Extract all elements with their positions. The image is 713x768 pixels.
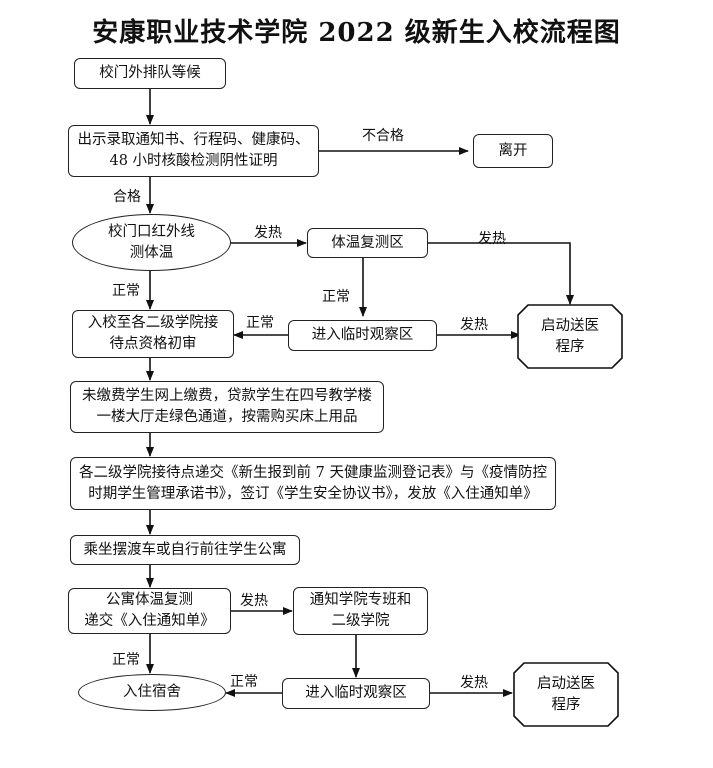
hospital-box-2-shape <box>513 662 619 727</box>
label-normal-dorm: 正常 <box>112 652 140 668</box>
label-fever-retest: 发热 <box>478 231 506 247</box>
retest-area-box: 体温复测区 <box>307 228 428 258</box>
payment-text: 未缴费学生网上缴费，贷款学生在四号教学楼 一楼大厅走绿色通道，按需购买床上用品 <box>82 388 372 425</box>
hospital-box-1: 启动送医 程序 <box>518 305 622 368</box>
notify-college-text: 通知学院专班和 二级学院 <box>309 592 412 629</box>
hospital-box-2: 启动送医 程序 <box>514 663 618 726</box>
queue-text: 校门外排队等候 <box>99 65 201 81</box>
eligibility-review-box: 入校至各二级学院接 待点资格初审 <box>72 310 234 358</box>
dorm-temperature-box: 公寓体温复测 递交《入住通知单》 <box>68 588 231 634</box>
observation-area-box-1: 进入临时观察区 <box>288 320 437 351</box>
arrow-retest-to-hospital <box>428 242 574 305</box>
eligibility-review-text: 入校至各二级学院接 待点资格初审 <box>87 315 219 352</box>
label-fever-dorm: 发热 <box>240 593 268 609</box>
page-title: 安康职业技术学院 2022 级新生入校流程图 <box>92 18 621 48</box>
label-qualified: 合格 <box>113 189 141 205</box>
document-check-text: 出示录取通知书、行程码、健康码、 48 小时核酸检测阴性证明 <box>77 132 310 169</box>
hospital-box-1-shape <box>517 304 623 369</box>
retest-area-text: 体温复测区 <box>331 234 404 251</box>
dorm-checkin-oval: 入住宿舍 <box>78 674 226 711</box>
dorm-temperature-text: 公寓体温复测 递交《入住通知单》 <box>84 592 215 629</box>
hospital-text-1: 启动送医 程序 <box>541 317 599 355</box>
infrared-check-text: 校门口红外线 测体温 <box>108 223 195 261</box>
label-fever-observe: 发热 <box>460 317 488 333</box>
submit-documents-text: 各二级学院接待点递交《新生报到前 7 天健康监测登记表》与《疫情防控 时期学生管… <box>79 464 547 502</box>
payment-box: 未缴费学生网上缴费，贷款学生在四号教学楼 一楼大厅走绿色通道，按需购买床上用品 <box>70 381 384 433</box>
shuttle-text: 乘坐摆渡车或自行前往学生公寓 <box>83 541 287 558</box>
label-normal-retest: 正常 <box>322 289 350 305</box>
label-normal-infrared: 正常 <box>112 283 140 299</box>
label-unqualified: 不合格 <box>362 128 404 144</box>
shuttle-box: 乘坐摆渡车或自行前往学生公寓 <box>70 535 300 565</box>
infrared-check-oval: 校门口红外线 测体温 <box>72 214 231 271</box>
queue-box: 校门外排队等候 <box>74 58 226 89</box>
label-normal-observe2: 正常 <box>230 674 258 690</box>
submit-documents-box: 各二级学院接待点递交《新生报到前 7 天健康监测登记表》与《疫情防控 时期学生管… <box>70 457 556 510</box>
leave-box: 离开 <box>473 134 553 168</box>
observation-area-text-2: 进入临时观察区 <box>305 685 407 701</box>
document-check-box: 出示录取通知书、行程码、健康码、 48 小时核酸检测阴性证明 <box>68 125 319 177</box>
label-fever-observe2: 发热 <box>460 675 488 691</box>
leave-text: 离开 <box>498 142 528 159</box>
hospital-text-2: 启动送医 程序 <box>537 675 595 713</box>
observation-area-box-2: 进入临时观察区 <box>282 678 430 709</box>
observation-area-text-1: 进入临时观察区 <box>311 327 414 343</box>
label-fever-infrared: 发热 <box>254 225 282 241</box>
label-normal-observe: 正常 <box>246 315 274 331</box>
notify-college-box: 通知学院专班和 二级学院 <box>293 587 428 635</box>
dorm-checkin-text: 入住宿舍 <box>123 684 181 700</box>
